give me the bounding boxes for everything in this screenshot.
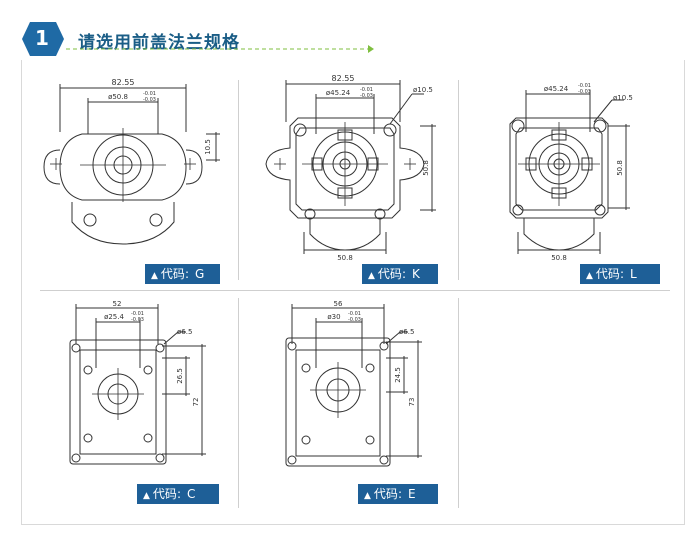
flange-code-g: G (194, 267, 205, 281)
flange-code-label-g: ▲代码:G (145, 264, 220, 284)
dim-offset: 10.5 (204, 139, 212, 155)
flange-code-e: E (407, 487, 416, 501)
step-badge (22, 22, 64, 56)
header: 1 请选用前盖法兰规格 (0, 0, 700, 60)
step-number: 1 (35, 26, 49, 50)
flange-code-label-k: ▲代码:K (362, 264, 438, 284)
dim-pilot-tol-lower: -0.03 (360, 93, 373, 99)
dim-pilot-tol-lower: -0.03 (131, 317, 144, 323)
dim-hole: ø10.5 (413, 86, 433, 94)
dim-pilot-tol-lower: -0.03 (348, 317, 361, 323)
dim-height: 50.8 (422, 160, 430, 176)
dim-pilot-tol-upper: -0.01 (360, 87, 373, 93)
title-underline (66, 45, 374, 53)
divider (238, 298, 239, 508)
flange-code-label-l: ▲代码:L (580, 264, 660, 284)
flange-g-drawing: 82.55 ø50.8 -0.01 -0.03 10.5 (43, 78, 220, 245)
dim-overall-width: 56 (334, 300, 343, 308)
flange-code-label-c: ▲代码:C (137, 484, 219, 504)
dim-pilot-tol-lower: -0.03 (578, 89, 591, 95)
flange-k-drawing: 82.55 ø45.24 -0.01 -0.03 ø10.5 50.8 50.8 (265, 74, 436, 262)
dim-half-height: 26.5 (176, 368, 184, 384)
dim-overall-width: 82.55 (332, 74, 355, 83)
dim-pilot-tol-upper: -0.01 (143, 91, 156, 97)
flange-code-l: L (629, 267, 637, 281)
dim-hole: ø6.5 (177, 328, 192, 336)
flange-code-label-e: ▲代码:E (358, 484, 438, 504)
dim-pilot: ø45.24 (544, 85, 569, 93)
dim-hole: ø10.5 (613, 94, 633, 102)
dim-pilot: ø45.24 (326, 89, 351, 97)
dim-bottom-width: 50.8 (551, 254, 567, 262)
dim-overall-width: 82.55 (112, 78, 135, 87)
dim-pilot-tol-upper: -0.01 (348, 311, 361, 317)
divider (458, 80, 459, 280)
flange-l-drawing: ø45.24 -0.01 -0.03 ø10.5 50.8 50.8 (509, 83, 633, 262)
dim-hole: ø6.5 (399, 328, 414, 336)
dim-pilot-tol-lower: -0.03 (143, 97, 156, 103)
dim-height: 72 (192, 398, 200, 407)
flange-code-k: K (411, 267, 420, 281)
dim-bottom-width: 50.8 (337, 254, 353, 262)
dim-height: 50.8 (616, 160, 624, 176)
dim-height: 73 (408, 398, 416, 407)
dim-pilot: ø50.8 (108, 93, 128, 101)
flange-e-drawing: 56 ø30 -0.01 -0.03 ø6.5 24.5 73 (285, 300, 422, 467)
flange-c-drawing: 52 ø25.4 -0.01 -0.03 ø6.5 26.5 72 (69, 300, 206, 465)
dim-pilot-tol-upper: -0.01 (578, 83, 591, 89)
dim-pilot: ø30 (327, 313, 340, 321)
divider (238, 80, 239, 280)
dim-pilot-tol-upper: -0.01 (131, 311, 144, 317)
section-title: 请选用前盖法兰规格 (78, 33, 240, 53)
divider (458, 298, 459, 508)
dim-overall-width: 52 (113, 300, 122, 308)
dim-half-height: 24.5 (394, 367, 402, 383)
dim-pilot: ø25.4 (104, 313, 124, 321)
divider (40, 290, 670, 291)
content-frame (21, 60, 685, 525)
flange-code-c: C (186, 487, 196, 501)
